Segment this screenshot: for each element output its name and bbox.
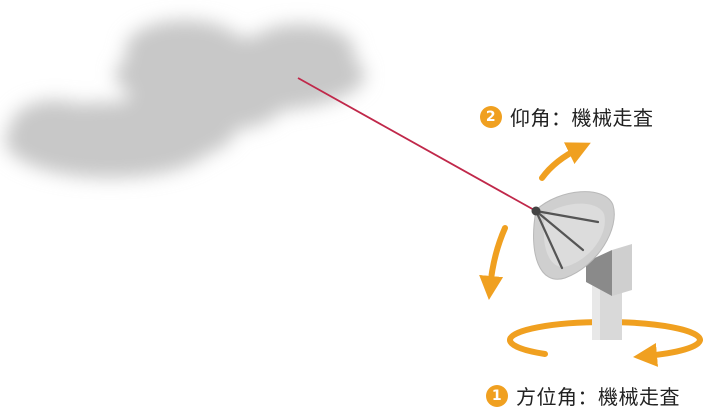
- elevation-arrow-down-icon: [479, 225, 508, 300]
- step-badge-1: 1: [486, 384, 508, 407]
- azimuth-arrow-right-icon: [633, 337, 703, 367]
- radar-dish-icon: [531, 191, 615, 280]
- azimuth-label-text: 方位角：機械走査: [516, 385, 680, 409]
- azimuth-label: 1 方位角：機械走査: [486, 381, 680, 410]
- radar-pedestal: [586, 244, 632, 340]
- azimuth-arrow-left-icon: [506, 337, 548, 357]
- cloud-icon: [5, 20, 365, 178]
- elevation-label: 2 仰角：機械走査: [480, 102, 654, 131]
- elevation-label-text: 仰角：機械走査: [510, 106, 654, 130]
- step-badge-2: 2: [480, 105, 502, 128]
- radar-beam-line: [297, 77, 537, 212]
- elevation-arrow-up-icon: [539, 142, 591, 181]
